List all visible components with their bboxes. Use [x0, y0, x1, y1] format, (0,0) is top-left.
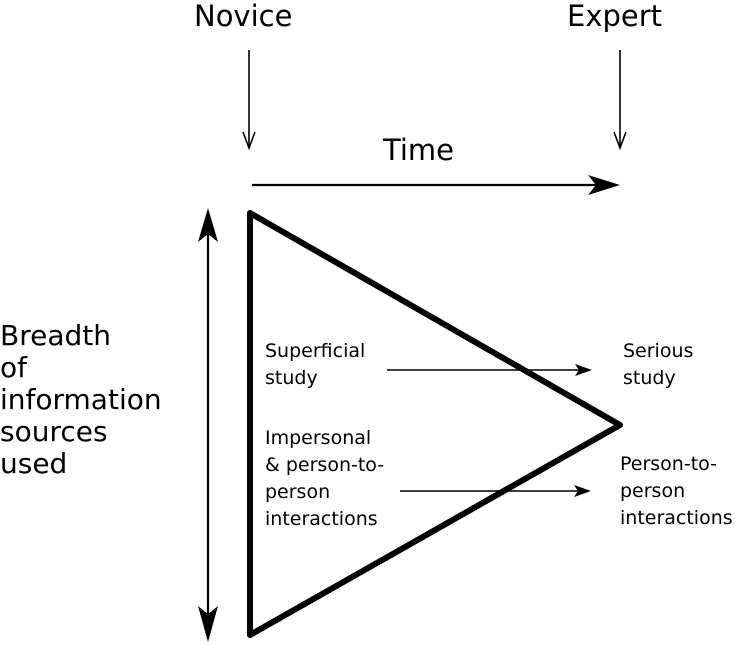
breadth-label: Breadth of information sources used — [0, 320, 162, 480]
person-line-3: interactions — [620, 507, 733, 529]
serious-line-2: study — [623, 367, 676, 389]
impersonal-line-3: person — [265, 481, 331, 503]
breadth-line-2: of — [0, 351, 27, 384]
impersonal-line-2: & person-to- — [265, 454, 385, 476]
breadth-line-3: information — [0, 383, 162, 416]
progression-triangle — [247, 210, 623, 638]
person-line-2: person — [620, 480, 686, 502]
impersonal-line-4: interactions — [265, 508, 378, 530]
breadth-line-1: Breadth — [0, 319, 111, 352]
superficial-line-1: Superficial — [265, 340, 366, 362]
impersonal-to-person-arrow-head — [574, 485, 591, 497]
superficial-study-label: Superficial study — [265, 338, 365, 392]
superficial-to-serious-arrow-head — [575, 364, 592, 376]
breadth-arrow-head-bottom — [198, 606, 218, 642]
expert-label: Expert — [567, 0, 663, 33]
breadth-line-5: used — [0, 447, 68, 480]
impersonal-interactions-label: Impersonal & person-to- person interacti… — [265, 425, 384, 533]
serious-study-label: Serious study — [623, 338, 693, 392]
person-to-person-label: Person-to- person interactions — [620, 451, 733, 532]
expert-arrow-head — [613, 131, 627, 151]
superficial-line-2: study — [265, 367, 318, 389]
breadth-line-4: sources — [0, 415, 108, 448]
breadth-arrow-head-top — [198, 208, 218, 242]
novice-label: Novice — [194, 0, 293, 33]
serious-line-1: Serious — [623, 340, 694, 362]
time-arrow-head — [588, 175, 620, 195]
time-label: Time — [383, 133, 454, 167]
person-line-1: Person-to- — [620, 453, 717, 475]
impersonal-line-1: Impersonal — [265, 427, 372, 449]
novice-arrow-head — [242, 131, 256, 151]
